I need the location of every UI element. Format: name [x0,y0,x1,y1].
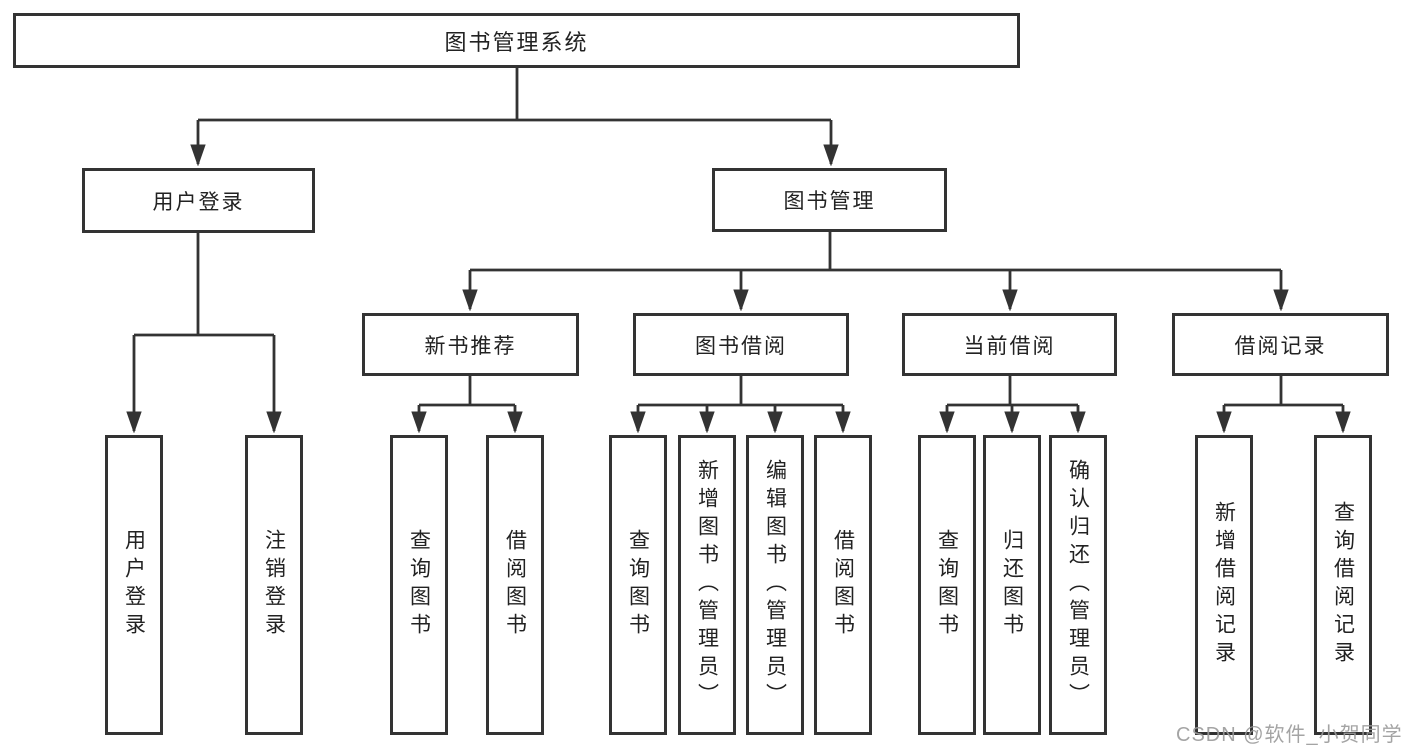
node-user-login-label: 用户登录 [152,190,245,214]
leaf-return-books-label: 归还图书 [1000,529,1024,641]
csdn-watermark: CSDN @软件_小贺同学 [1176,724,1403,746]
leaf-add-books-admin: 新增图书（管理员） [678,435,736,735]
leaf-logout-label: 注销登录 [262,529,286,641]
leaf-confirm-return-admin: 确认归还（管理员） [1049,435,1107,735]
leaf-user-login-label: 用户登录 [122,529,146,641]
leaf-query-borrow-record-label: 查询借阅记录 [1331,501,1355,669]
node-current-borrow-label: 当前借阅 [963,334,1056,358]
leaf-add-borrow-record-label: 新增借阅记录 [1212,501,1236,669]
leaf-borrow-books-borrow-label: 借阅图书 [831,529,855,641]
leaf-confirm-return-admin-label: 确认归还（管理员） [1066,459,1090,711]
node-borrow-record: 借阅记录 [1172,313,1389,376]
node-root-library-system: 图书管理系统 [13,13,1020,68]
leaf-add-borrow-record: 新增借阅记录 [1195,435,1253,735]
leaf-logout: 注销登录 [245,435,303,735]
leaf-query-borrow-record: 查询借阅记录 [1314,435,1372,735]
leaf-query-books-current: 查询图书 [918,435,976,735]
node-new-book-recommend: 新书推荐 [362,313,579,376]
node-user-login: 用户登录 [82,168,315,233]
node-book-borrow-label: 图书借阅 [695,334,787,358]
leaf-query-books-current-label: 查询图书 [935,529,959,641]
leaf-borrow-books-borrow: 借阅图书 [814,435,872,735]
node-root-label: 图书管理系统 [444,29,589,55]
node-book-borrow: 图书借阅 [633,313,849,376]
node-book-management-label: 图书管理 [783,190,876,213]
leaf-edit-books-admin: 编辑图书（管理员） [746,435,804,735]
leaf-return-books: 归还图书 [983,435,1041,735]
node-borrow-record-label: 借阅记录 [1234,334,1327,358]
leaf-query-books-newbook: 查询图书 [390,435,448,735]
leaf-query-books-borrow: 查询图书 [609,435,667,735]
node-current-borrow: 当前借阅 [902,313,1117,376]
leaf-user-login: 用户登录 [105,435,163,735]
node-book-management: 图书管理 [712,168,947,232]
node-new-book-recommend-label: 新书推荐 [424,334,517,358]
leaf-query-books-borrow-label: 查询图书 [626,529,650,641]
leaf-add-books-admin-label: 新增图书（管理员） [695,459,719,711]
leaf-borrow-books-newbook-label: 借阅图书 [503,529,527,641]
leaf-borrow-books-newbook: 借阅图书 [486,435,544,735]
leaf-query-books-newbook-label: 查询图书 [407,529,431,641]
leaf-edit-books-admin-label: 编辑图书（管理员） [763,459,787,711]
